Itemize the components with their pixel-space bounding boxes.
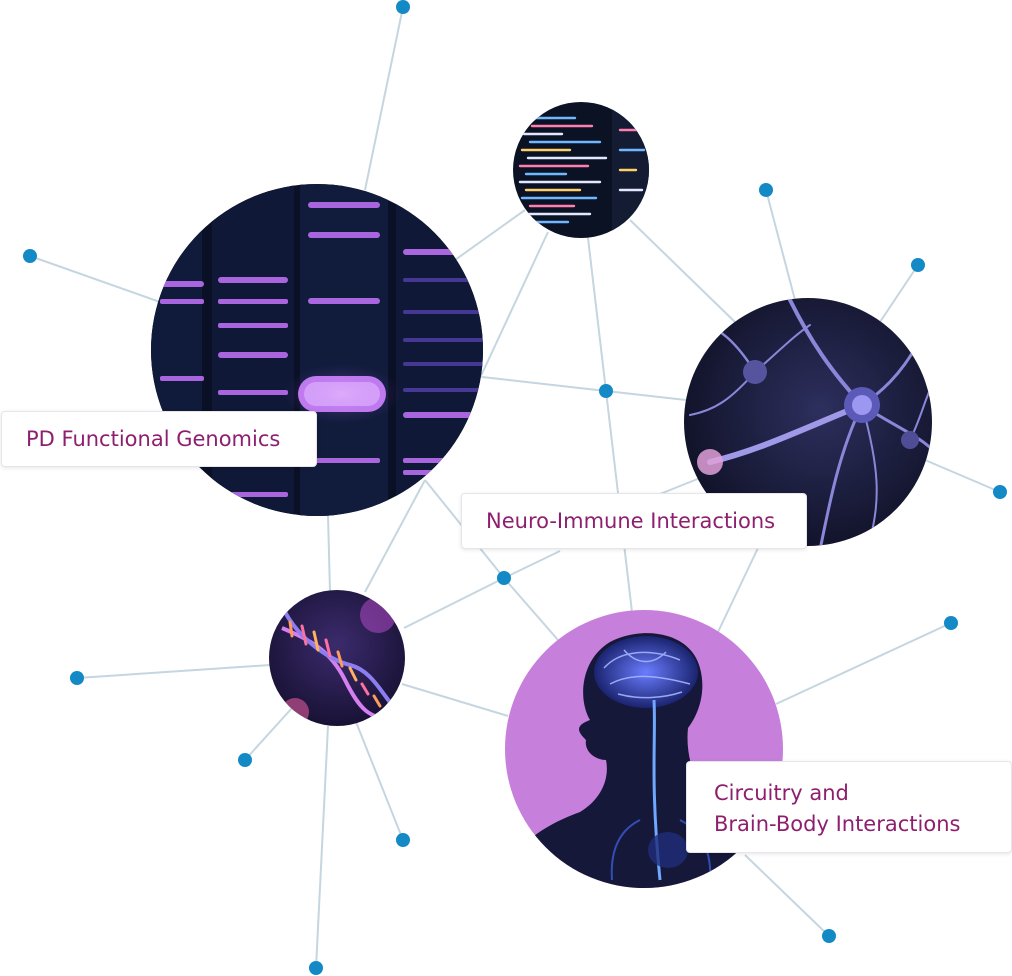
- node-dot: [993, 485, 1007, 499]
- edge: [76, 664, 271, 679]
- edge: [403, 577, 505, 629]
- dna-helix-image: [269, 590, 405, 726]
- node-dot: [599, 384, 613, 398]
- edge: [717, 547, 759, 633]
- edge: [244, 707, 293, 761]
- edge: [364, 479, 426, 593]
- topic-label-text: PD Functional Genomics: [26, 427, 281, 451]
- edge: [587, 237, 607, 392]
- node-dot: [309, 961, 323, 975]
- edge: [454, 209, 526, 261]
- node-dot: [238, 753, 252, 767]
- edge: [775, 622, 952, 705]
- topic-label-circuitry-brain-body[interactable]: Circuitry and Brain-Body Interactions: [686, 761, 1012, 853]
- edge: [744, 854, 830, 937]
- edge: [327, 514, 331, 593]
- node-dot: [23, 249, 37, 263]
- edge: [503, 577, 559, 641]
- edge: [879, 264, 919, 323]
- edge: [605, 390, 687, 401]
- edge: [503, 550, 561, 579]
- connection-lines: [29, 6, 1001, 969]
- edge: [364, 6, 404, 191]
- edge: [479, 231, 549, 379]
- node-dot: [944, 616, 958, 630]
- gel-electrophoresis-image: [151, 184, 483, 516]
- edge: [29, 255, 161, 303]
- node-dot: [396, 0, 410, 14]
- topic-label-neuro-immune-interactions[interactable]: Neuro-Immune Interactions: [461, 493, 807, 549]
- edge: [355, 721, 404, 841]
- node-dots: [23, 0, 1007, 975]
- edge: [659, 477, 701, 495]
- edge: [315, 725, 329, 969]
- node-dot: [822, 929, 836, 943]
- topic-label-line-1: Circuitry and: [714, 781, 849, 805]
- edge: [765, 189, 796, 301]
- node-dot: [911, 258, 925, 272]
- node-dot: [70, 671, 84, 685]
- edge: [401, 683, 509, 717]
- edge: [629, 219, 736, 323]
- topic-label-text: Neuro-Immune Interactions: [486, 509, 776, 533]
- topic-label-pd-functional-genomics[interactable]: PD Functional Genomics: [1, 411, 317, 467]
- node-dot: [759, 183, 773, 197]
- edge: [924, 459, 1001, 493]
- edge: [481, 376, 607, 392]
- node-dot: [396, 833, 410, 847]
- node-dot: [497, 571, 511, 585]
- topic-label-line-2: Brain-Body Interactions: [714, 812, 961, 836]
